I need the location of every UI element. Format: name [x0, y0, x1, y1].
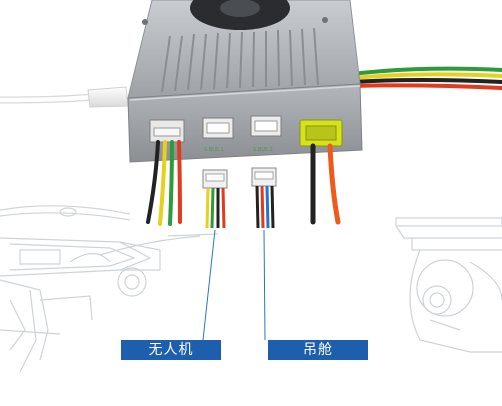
rear-wire-bundle	[350, 66, 502, 90]
power-connector	[299, 119, 343, 147]
gimbal-sketch	[395, 217, 502, 353]
loose-connector-gimbal	[251, 167, 277, 229]
label-gimbal: 吊舱	[303, 342, 333, 358]
usb-cable	[0, 86, 129, 108]
port-sbus-2	[250, 115, 282, 137]
tag-gimbal-bg	[268, 340, 368, 360]
leader-lines	[202, 229, 266, 341]
port-label-sbus-1: S.BUS 1	[204, 147, 224, 153]
port-sbus-1	[202, 117, 234, 139]
usb-port-wires	[146, 140, 182, 226]
drone-sketch	[0, 205, 219, 373]
power-wires	[310, 143, 341, 225]
loose-connector-drone	[202, 169, 228, 229]
label-drone: 无人机	[148, 342, 194, 358]
tag-drone-bg	[121, 340, 221, 360]
port-usb	[149, 119, 185, 143]
port-label-sbus-2: S.BUS 2	[253, 147, 273, 153]
